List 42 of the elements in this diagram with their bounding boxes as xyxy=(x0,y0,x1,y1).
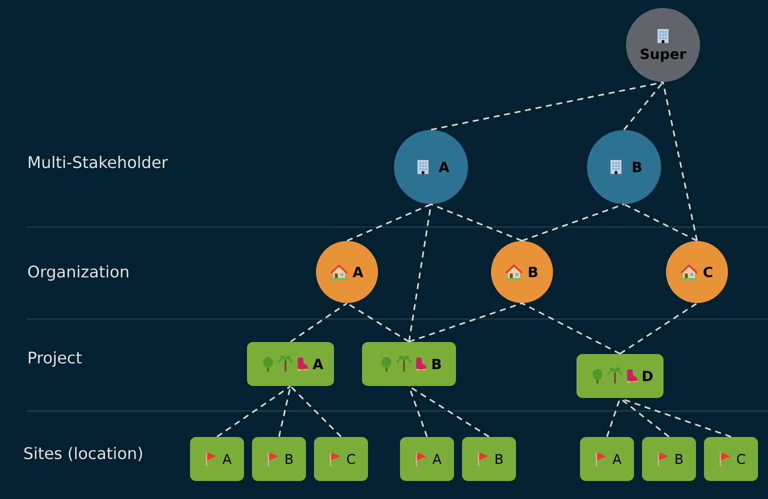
dashed-line xyxy=(606,398,621,437)
dashed-line xyxy=(522,302,620,354)
rounded-box: B xyxy=(252,437,306,481)
rounded-box: B xyxy=(362,342,456,386)
row-label: Project xyxy=(28,351,82,367)
dashed-line xyxy=(624,204,698,242)
dashed-line xyxy=(623,82,664,130)
dashed-line xyxy=(408,302,522,342)
circle-node: B xyxy=(491,241,553,303)
dashed-line xyxy=(216,386,291,438)
rounded-box: C xyxy=(314,437,368,481)
rounded-box: A xyxy=(190,437,244,481)
dashed-line xyxy=(620,398,732,438)
circle-node: B xyxy=(587,130,661,204)
dashed-line xyxy=(408,386,428,437)
rounded-box: B xyxy=(462,437,516,481)
circle-node: C xyxy=(666,241,728,303)
rounded-box: C xyxy=(704,437,758,481)
rounded-box: B xyxy=(642,437,696,481)
dashed-line xyxy=(290,302,348,342)
dashed-line xyxy=(408,386,490,438)
dashed-line xyxy=(346,302,410,342)
dashed-line xyxy=(522,204,624,242)
rounded-box: D xyxy=(576,354,664,398)
dashed-line xyxy=(662,82,698,241)
dashed-line xyxy=(430,204,522,242)
row-label: Multi-Stakeholder xyxy=(28,156,168,168)
dashed-line xyxy=(278,386,292,437)
rounded-box: A xyxy=(400,437,454,481)
dashed-line xyxy=(290,386,342,438)
dashed-line xyxy=(620,302,698,354)
rounded-box: A xyxy=(580,437,634,481)
row-label: Organization xyxy=(28,265,128,281)
dashed-line xyxy=(346,204,432,242)
rounded-box: A xyxy=(247,342,334,386)
circle-node: A xyxy=(316,241,378,303)
row-label: Sites (location) xyxy=(24,446,142,462)
circle-node: A xyxy=(394,130,468,204)
dashed-line xyxy=(408,204,432,342)
dashed-line xyxy=(620,398,670,438)
dashed-line xyxy=(430,81,664,131)
circle-node: Super xyxy=(626,8,700,82)
